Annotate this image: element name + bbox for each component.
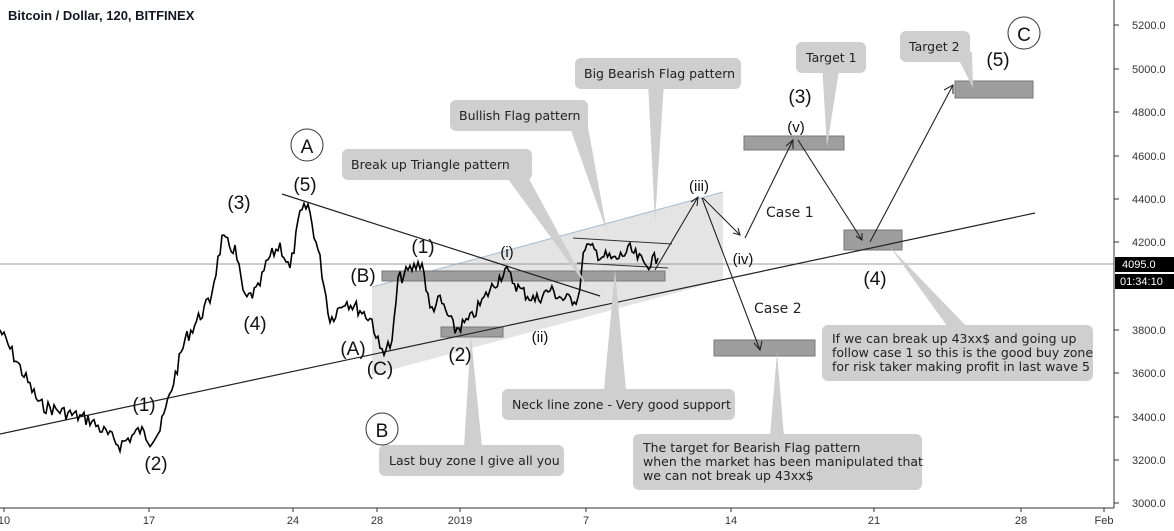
wave-label: (v) [787, 119, 805, 136]
svg-text:A: A [301, 137, 314, 158]
wave-label: (C) [367, 359, 393, 380]
price-tick: 3600.0 [1132, 368, 1166, 380]
svg-text:Target 1: Target 1 [805, 50, 857, 65]
wave-label: (i) [500, 244, 513, 261]
callout-target1: Target 1 [796, 42, 866, 147]
svg-text:Target 2: Target 2 [908, 39, 960, 54]
wave-circle-A: A [290, 128, 324, 162]
callout-bearish-flag: Big Bearish Flag pattern [575, 58, 741, 222]
wave-label: (ii) [532, 329, 549, 346]
svg-text:for risk taker making profit i: for risk taker making profit in last wav… [832, 359, 1090, 374]
case1-label: Case 1 [766, 205, 814, 221]
time-tick: 10 [0, 515, 10, 527]
wave-label: (A) [340, 339, 365, 360]
wave-label: (iv) [733, 251, 754, 268]
price-tick: 4400.0 [1132, 194, 1166, 206]
wave-label: (1) [411, 237, 434, 258]
wave-label: (4) [243, 314, 266, 335]
callout-neckline: Neck line zone - Very good support [502, 270, 735, 420]
price-tick: 5200.0 [1132, 20, 1166, 32]
target1-zone[interactable] [743, 135, 845, 151]
svg-text:Last buy zone I give all you: Last buy zone I give all you [389, 453, 560, 468]
wave-label: (3) [788, 87, 811, 108]
svg-text:01:34:10: 01:34:10 [1120, 276, 1163, 288]
bearish-target-zone[interactable] [713, 339, 816, 357]
price-tick: 3000.0 [1132, 498, 1166, 510]
price-tick: 3800.0 [1132, 325, 1166, 337]
svg-text:Break up Triangle pattern: Break up Triangle pattern [351, 157, 510, 172]
price-tick: 3400.0 [1132, 412, 1166, 424]
price-tick: 4600.0 [1132, 151, 1166, 163]
wave-circle-C: C [1007, 16, 1041, 50]
svg-text:4095.0: 4095.0 [1122, 259, 1156, 271]
time-tick: 2019 [448, 515, 472, 527]
time-tick: 28 [371, 515, 383, 527]
time-tick: Feb [1095, 515, 1114, 527]
price-tick: 4200.0 [1132, 237, 1166, 249]
wave-label: (3) [227, 193, 250, 214]
price-series [0, 200, 659, 455]
svg-text:Bullish Flag pattern: Bullish Flag pattern [459, 108, 580, 123]
wave-label: (B) [350, 266, 375, 287]
triangle-upper-line[interactable] [281, 193, 601, 297]
target2-zone[interactable] [954, 80, 1034, 99]
price-tick: 5000.0 [1132, 64, 1166, 76]
svg-text:The target for Bearish Flag pa: The target for Bearish Flag pattern [642, 440, 860, 455]
projection-arrows [654, 84, 954, 352]
time-tick: 17 [143, 515, 155, 527]
wave-label: (iii) [689, 178, 709, 195]
callout-last-buy: Last buy zone I give all you [379, 336, 564, 476]
wave-label: (5) [293, 175, 316, 196]
svg-text:Neck line zone - Very good sup: Neck line zone - Very good support [512, 397, 731, 412]
chart-title: Bitcoin / Dollar, 120, BITFINEX [8, 8, 195, 23]
callout-buy-zone: If we can break up 43xx$ and going up fo… [822, 247, 1093, 381]
callout-bullish-flag: Bullish Flag pattern [450, 100, 607, 232]
price-tick: 4800.0 [1132, 107, 1166, 119]
svg-text:we can not break up 43xx$: we can not break up 43xx$ [643, 468, 814, 483]
wave-label: (5) [986, 50, 1009, 71]
svg-text:B: B [376, 421, 389, 442]
callout-target2: Target 2 [900, 31, 973, 88]
wave-label: (4) [863, 269, 886, 290]
svg-text:C: C [1017, 25, 1031, 46]
svg-text:If we can break up 43xx$ and g: If we can break up 43xx$ and going up [832, 331, 1076, 346]
svg-text:Big Bearish Flag pattern: Big Bearish Flag pattern [584, 66, 735, 81]
callout-triangle: Break up Triangle pattern [342, 149, 588, 288]
case2-label: Case 2 [754, 301, 802, 317]
svg-text:when the market has been manip: when the market has been manipulated tha… [643, 454, 923, 469]
time-tick: 24 [287, 515, 299, 527]
price-tick: 3200.0 [1132, 455, 1166, 467]
time-tick: 28 [1015, 515, 1027, 527]
callout-bearish-target: The target for Bearish Flag pattern when… [633, 353, 923, 490]
support-trendline[interactable] [0, 212, 1036, 435]
last-price-badge [1115, 257, 1174, 272]
wave-label: (2) [144, 454, 167, 475]
countdown-badge [1115, 274, 1174, 289]
last-buy-zone[interactable] [440, 326, 504, 338]
svg-text:follow case 1 so this is the g: follow case 1 so this is the good buy zo… [832, 345, 1093, 360]
time-tick: 21 [868, 515, 880, 527]
time-axis[interactable]: 10 17 24 28 2019 7 14 21 28 Feb [0, 507, 1114, 527]
wave-circle-B: B [365, 412, 399, 446]
time-tick: 14 [725, 515, 737, 527]
time-tick: 7 [583, 515, 589, 527]
wave-label: (2) [448, 345, 471, 366]
wave-label: (1) [132, 395, 155, 416]
price-axis[interactable]: 5200.0 5000.0 4800.0 4600.0 4400.0 4200.0 3800… [1113, 0, 1174, 510]
